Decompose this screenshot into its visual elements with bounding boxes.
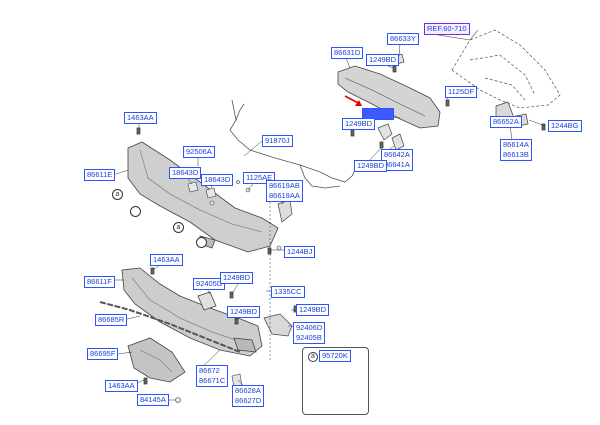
part-label-86614a-86613b[interactable]: 86614A 86613B [500,139,532,161]
part-label-86627d: 86627D [235,396,262,405]
part-label-86672-86671c[interactable]: 86672 86671C [196,365,229,387]
part-label-86619ab-86619aa[interactable]: 86619AB 86619AA [266,180,303,202]
bumper-beam [337,65,441,129]
part-label-1463aa-b[interactable]: 1463AA [150,254,183,266]
callout-a-2 [130,206,141,217]
callout-a-4 [196,237,207,248]
part-label-86628a: 86628A [235,386,261,395]
part-label-86619aa: 86619AA [269,191,300,200]
bracket-right-lower [263,313,293,337]
part-label-18643d-a[interactable]: 18643D [169,167,202,179]
part-label-91870j[interactable]: 91870J [262,135,293,147]
part-label-86630d-highlighted[interactable]: 86630D [362,108,395,120]
part-label-92405d[interactable]: 92405D [193,278,226,290]
cover-clips [187,180,282,251]
part-label-92406d: 92406D [296,323,323,332]
leader-lines [109,33,546,401]
callout-a-3: a [173,222,184,233]
part-label-1463aa-a[interactable]: 1463AA [124,112,157,124]
part-label-86611f[interactable]: 86611F [84,276,115,288]
bumper-cover-lower [121,267,263,357]
body-reference-panel [451,29,561,109]
part-label-92405b: 92405B [296,333,322,342]
part-label-86613b: 86613B [503,150,529,159]
part-label-1249bd-f[interactable]: 1249BD [227,306,261,318]
callout-a-1: a [112,189,123,200]
part-label-86671c: 86671C [199,376,226,385]
part-label-84145a[interactable]: 84145A [137,394,169,406]
wiring-harness [229,99,357,189]
part-label-86642a: 86642A [384,150,410,159]
part-label-86695f[interactable]: 86695F [87,348,119,360]
part-label-86619ab: 86619AB [269,181,300,190]
screw-84145a [175,397,181,403]
part-label-86641a: 86641A [384,160,410,169]
part-label-92506a[interactable]: 92506A [183,146,215,158]
side-bracket-left [277,199,293,223]
under-cover [127,337,186,383]
bumper-cover-upper [127,141,279,253]
part-label-86672: 86672 [199,366,220,375]
part-label-1249bd-d[interactable]: 1249BD [220,272,254,284]
part-label-86631d[interactable]: 86631D [331,47,364,59]
part-label-1463aa-c[interactable]: 1463AA [105,380,138,392]
part-label-1244bj[interactable]: 1244BJ [284,246,316,258]
part-label-1125df[interactable]: 1125DF [445,86,478,98]
inset-marker-icon: a [308,352,318,362]
part-label-1244bg[interactable]: 1244BG [548,120,582,132]
part-label-1249bd-e[interactable]: 1249BD [296,304,330,316]
part-label-18643d-b[interactable]: 18643D [201,174,234,186]
part-label-86633y[interactable]: 86633Y [387,33,419,45]
part-label-1335cc[interactable]: 1335CC [271,286,305,298]
part-label-1249bd-a[interactable]: 1249BD [366,54,400,66]
fasteners [136,65,546,385]
part-label-1249bd-b[interactable]: 1249BD [342,118,376,130]
part-label-92406d-92405b[interactable]: 92406D 92405B [293,322,326,344]
part-label-86628a-86627d[interactable]: 86628A 86627D [232,385,265,407]
garnish-strip [99,301,241,353]
part-label-86611e[interactable]: 86611E [84,169,116,181]
ref-label-60-710[interactable]: REF.60-710 [424,23,470,35]
part-label-86614a: 86614A [503,140,529,149]
part-label-86685r[interactable]: 86685R [95,314,128,326]
part-label-86652a[interactable]: 86652A [490,116,522,128]
part-label-95720k[interactable]: 95720K [319,350,351,362]
pointer-arrow [344,95,362,106]
part-label-1249bd-c[interactable]: 1249BD [354,160,388,172]
